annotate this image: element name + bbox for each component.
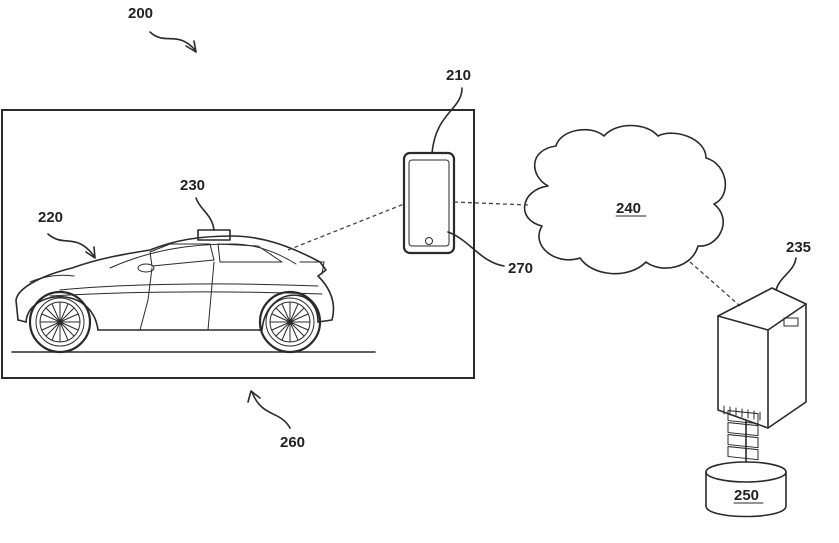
home-button-icon [425,237,433,245]
server-tower [717,287,807,461]
leader-line-230 [195,197,215,231]
vehicle-phone-link [287,203,405,251]
label-250: 250 [734,487,759,504]
leader-line-270 [447,231,505,267]
leader-arrow-260 [247,390,291,429]
leader-line-235 [775,257,797,291]
leader-arrow-200 [149,31,197,53]
label-260: 260 [280,434,305,451]
label-270: 270 [508,260,533,277]
label-240: 240 [616,200,641,217]
roof-sensor [197,229,231,241]
environment-frame [1,109,475,379]
network-server-link [689,261,741,307]
mobile-device [402,151,456,255]
label-200: 200 [128,5,153,22]
label-235: 235 [786,239,811,256]
vehicle-illustration [11,229,376,354]
leader-line-210 [431,87,463,154]
database-cylinder [705,461,787,518]
label-230: 230 [180,177,205,194]
phone-network-link [453,201,529,206]
label-220: 220 [38,209,63,226]
front-wheel [28,290,92,354]
label-210: 210 [446,67,471,84]
leader-arrow-220 [47,233,96,259]
network-cloud [523,124,727,275]
rear-wheel [258,290,322,354]
